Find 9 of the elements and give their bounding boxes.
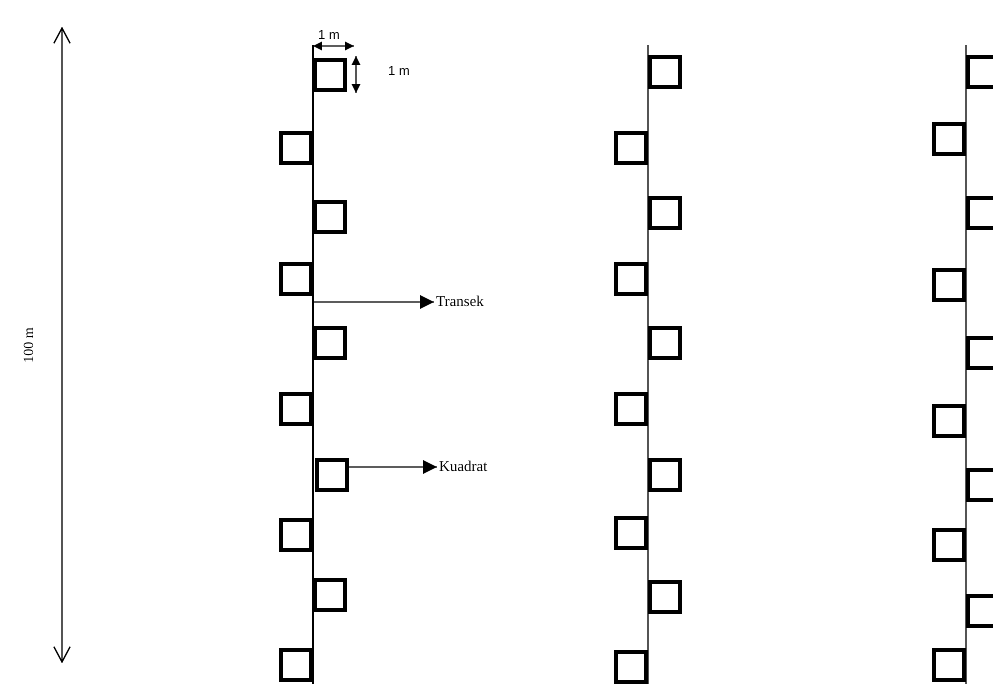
- leader-arrow: [314, 295, 434, 309]
- transect-line: [312, 45, 314, 684]
- callout-label: Transek: [436, 292, 484, 312]
- callout-label: Kuadrat: [439, 457, 488, 477]
- quadrat-square: [315, 458, 349, 492]
- dimension-label: 1 m: [388, 63, 410, 78]
- dimension-label: 1 m: [318, 27, 340, 42]
- leader-arrow: [349, 460, 437, 474]
- dimension-label: 100 m: [22, 327, 38, 363]
